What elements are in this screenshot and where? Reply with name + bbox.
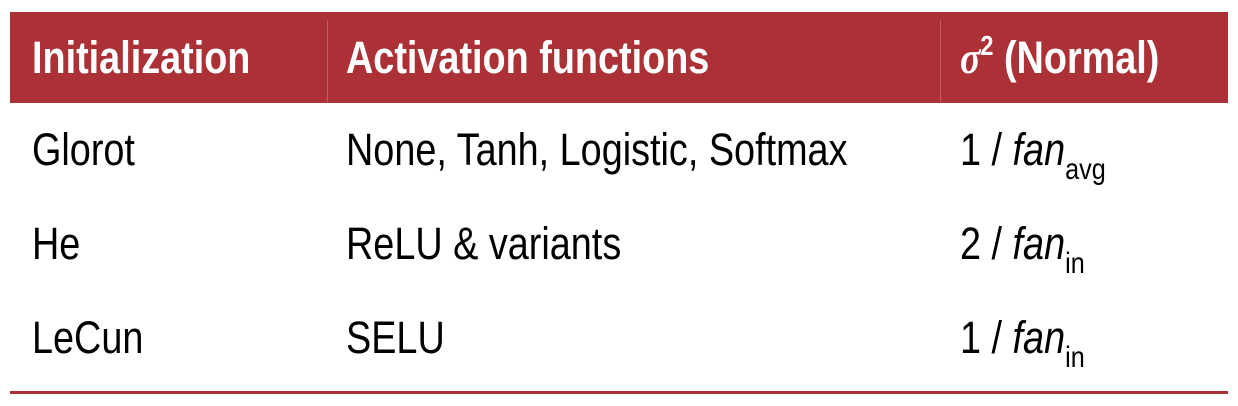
variance-fan: fan xyxy=(1012,312,1066,363)
header-activation-functions: Activation functions xyxy=(346,32,710,83)
table-row: LeCun SELU 1 / fanin xyxy=(10,292,1228,384)
cell-initialization: He xyxy=(32,218,81,269)
variance-subscript: avg xyxy=(1065,153,1106,186)
variance-numerator: 2 / xyxy=(960,218,1013,269)
table-header: Initialization Activation functions σ2 (… xyxy=(10,12,1228,103)
variance-fan: fan xyxy=(1012,218,1066,269)
header-normal-label: (Normal) xyxy=(993,32,1160,83)
variance-subscript: in xyxy=(1065,341,1085,374)
cell-initialization: Glorot xyxy=(32,124,135,175)
superscript-two: 2 xyxy=(980,30,994,61)
cell-activation: None, Tanh, Logistic, Softmax xyxy=(346,124,848,175)
header-divider xyxy=(940,20,941,103)
cell-variance: 1 / fanavg xyxy=(960,104,1106,196)
variance-numerator: 1 / xyxy=(960,312,1013,363)
variance-subscript: in xyxy=(1065,247,1085,280)
cell-initialization: LeCun xyxy=(32,312,144,363)
cell-activation: SELU xyxy=(346,312,445,363)
table-row: Glorot None, Tanh, Logistic, Softmax 1 /… xyxy=(10,104,1228,196)
variance-numerator: 1 / xyxy=(960,124,1013,175)
header-divider xyxy=(327,20,328,103)
cell-variance: 1 / fanin xyxy=(960,292,1085,384)
table-bottom-rule xyxy=(10,391,1228,394)
variance-fan: fan xyxy=(1012,124,1066,175)
initialization-table: Initialization Activation functions σ2 (… xyxy=(10,12,1228,394)
table-row: He ReLU & variants 2 / fanin xyxy=(10,198,1228,290)
header-variance-normal: σ2 (Normal) xyxy=(960,12,1159,103)
cell-variance: 2 / fanin xyxy=(960,198,1085,290)
header-initialization: Initialization xyxy=(32,32,251,83)
cell-activation: ReLU & variants xyxy=(346,218,622,269)
sigma-symbol: σ xyxy=(960,33,981,83)
